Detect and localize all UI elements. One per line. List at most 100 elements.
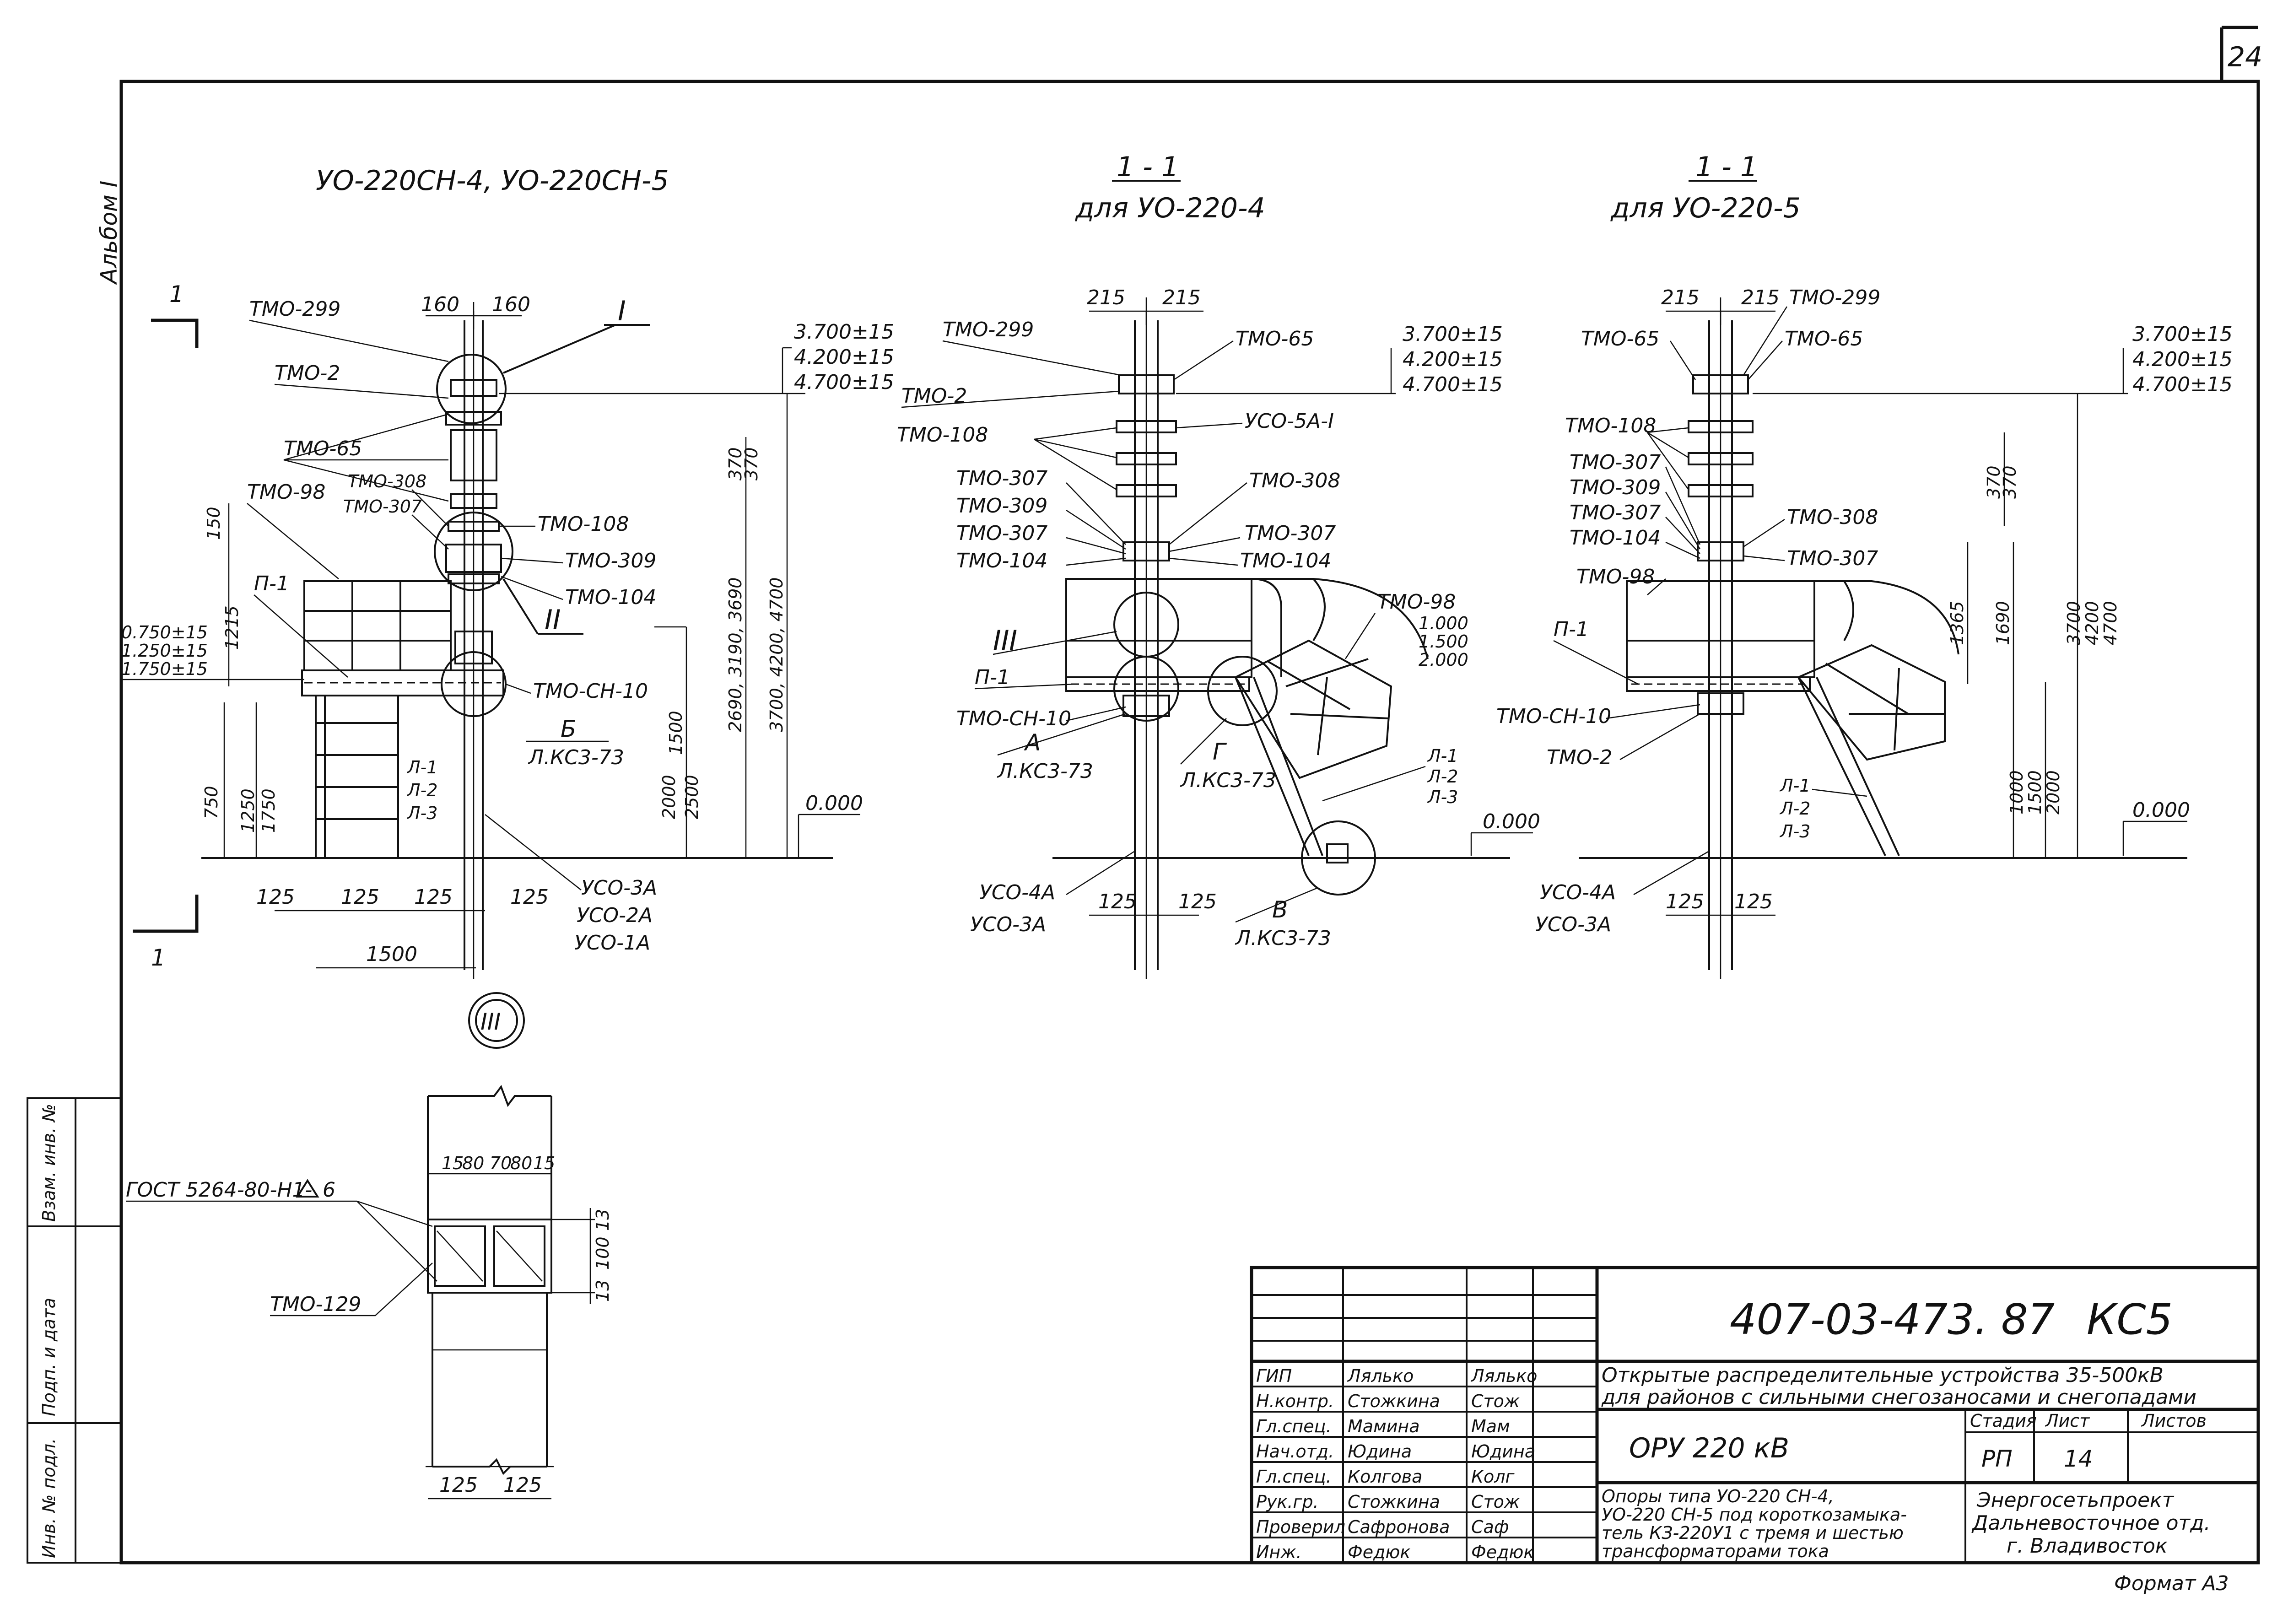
dim-125b: 125 [341, 885, 379, 909]
tb-stage: РП [1981, 1446, 2013, 1472]
label-lkc-b: Л.КС3-73 [528, 746, 624, 769]
sec4-lkc-a: Л.КС3-73 [997, 760, 1093, 783]
dim-160b: 160 [492, 293, 530, 316]
sec4-tmocn10: ТМО-СН-10 [956, 707, 1071, 730]
dim-125c: 125 [414, 885, 453, 909]
detail-circle-II [434, 512, 513, 591]
label-p1: П-1 [254, 572, 289, 595]
detail-dim-13a: 13 [593, 1209, 613, 1231]
dim-370a: 370 [725, 447, 745, 480]
label-uso2a: УСО-2А [577, 904, 653, 927]
sec4-dim-215a: 215 [1087, 286, 1125, 309]
sec5-tmo307b: ТМО-307 [1570, 501, 1661, 524]
dim-1500-v: 1500 [666, 711, 686, 755]
sec4-l3: Л-3 [1427, 787, 1458, 807]
section-mark-bottom-label: 1 [151, 944, 166, 971]
tb-signature: Лялько [1470, 1366, 1537, 1386]
sec4-label-A: А [1024, 729, 1041, 756]
detail-dim-70: 70 [490, 1153, 512, 1173]
sec5-top-3700: 3.700±15 [2132, 323, 2233, 346]
sec5-tmo308: ТМО-308 [1787, 506, 1878, 529]
detail-dim-80a: 80 [462, 1153, 484, 1173]
sec4-dim-125a: 125 [1098, 890, 1137, 913]
label-tmo98: ТМО-98 [247, 480, 325, 504]
view-main-title: УО-220СН-4, УО-220СН-5 [316, 165, 669, 197]
sec4-platform [1065, 578, 1429, 692]
sec5-dim-1500: 1500 [2025, 770, 2045, 815]
sec4-circle-A [1113, 656, 1179, 722]
sec5-column [1688, 311, 1754, 979]
tb-signature: Стож [1471, 1492, 1520, 1512]
sheet-number: 24 [2228, 41, 2262, 73]
sec4-tmo98: ТМО-98 [1377, 590, 1456, 614]
sec4-level-1000: 1.000 [1419, 613, 1468, 633]
sec4-circle-V [1301, 820, 1376, 896]
label-uso3a: УСО-3А [581, 876, 657, 900]
tb-code: 407-03-473. 87 [1730, 1295, 2055, 1344]
detail-gost-weld: 6 [323, 1178, 335, 1202]
sec5-tmo98: ТМО-98 [1576, 565, 1655, 588]
sec4-top-4700: 4.700±15 [1403, 373, 1503, 396]
view-main: УО-220СН-4, УО-220СН-5 1 1 [121, 165, 894, 1049]
sec5-uso4a: УСО-4А [1540, 881, 1616, 904]
tb-sheet: 14 [2064, 1446, 2093, 1472]
dim-1500: 1500 [366, 943, 417, 966]
tb-drawing-3: тель КЗ-220У1 с тремя и шестью [1602, 1523, 1904, 1543]
label-l1: Л-1 [406, 757, 437, 777]
label-tmo308: ТМО-308 [348, 471, 426, 491]
detail-circle-I [436, 354, 507, 424]
sec5-dim-215b: 215 [1741, 286, 1780, 309]
label-l2: Л-2 [406, 780, 437, 800]
tb-stage-header: Стадия [1970, 1411, 2037, 1431]
sec4-tmo307c: ТМО-307 [1245, 522, 1336, 545]
dim-125d: 125 [510, 885, 549, 909]
sec4-tmo104b: ТМО-104 [1240, 549, 1331, 572]
sec5-tmo65a: ТМО-65 [1581, 327, 1659, 351]
sec5-stair [1797, 644, 1946, 856]
tb-drawing-1: Опоры типа УО-220 СН-4, [1602, 1486, 1834, 1506]
label-uso1a: УСО-1А [574, 931, 650, 955]
sec4-tmo104a: ТМО-104 [956, 549, 1047, 572]
sec5-dim-125b: 125 [1734, 890, 1773, 913]
sec4-tmo309: ТМО-309 [956, 494, 1047, 518]
main-ladder [315, 695, 399, 859]
tb-format: Формат А3 [2114, 1572, 2229, 1595]
detail-tmo129: ТМО-129 [270, 1293, 361, 1316]
dim-125a: 125 [256, 885, 295, 909]
dim-150: 150 [204, 507, 224, 540]
sec4-label-III: III [993, 625, 1017, 657]
sec5-title-sub: для УО-220-5 [1610, 192, 1801, 224]
label-l3: Л-3 [406, 803, 437, 823]
section-mark-bottom [133, 895, 199, 933]
sec5-l3: Л-3 [1779, 821, 1810, 842]
strip-inv-podl: Инв. № подл. [39, 1438, 59, 1558]
sec5-tmo108: ТМО-108 [1565, 414, 1656, 437]
sec5-tmo309: ТМО-309 [1570, 476, 1661, 499]
tb-role: Гл.спец. [1256, 1467, 1332, 1487]
sec5-l1: Л-1 [1779, 776, 1810, 796]
detail-dim-125b: 125 [503, 1473, 542, 1497]
approval-strip: Инв. № подл. Подп. и дата Взам. инв. № [27, 1097, 122, 1564]
sec4-title-sub: для УО-220-4 [1075, 192, 1265, 224]
sec4-tmo307a: ТМО-307 [956, 467, 1047, 490]
tb-role: Нач.отд. [1256, 1441, 1334, 1462]
level-top-3700: 3.700±15 [794, 320, 894, 344]
label-tmo2: ТМО-2 [275, 361, 340, 385]
sec5-platform [1626, 580, 1959, 692]
tb-name: Федюк [1348, 1542, 1410, 1562]
label-tmocn10: ТМО-СН-10 [533, 680, 648, 703]
view-section-4: 1 - 1 для УО-220-4 [897, 151, 1540, 979]
sec5-tmocn10: ТМО-СН-10 [1496, 705, 1611, 728]
sec5-dim-1690: 1690 [1993, 601, 2013, 645]
level-top-4200: 4.200±15 [794, 345, 894, 369]
tb-drawing-4: трансформаторами тока [1602, 1541, 1829, 1561]
tb-name: Юдина [1348, 1441, 1412, 1462]
detail-III-marker [468, 992, 525, 1049]
sec4-level-1500: 1.500 [1419, 631, 1468, 652]
view-detail-III: 15 80 70 80 15 13 100 13 ГОСТ 5264-80-Н1… [126, 1084, 613, 1500]
sec4-label-G: Г [1213, 739, 1227, 765]
sec5-dim-1000: 1000 [2007, 770, 2027, 815]
level-1250: 1.250±15 [121, 641, 208, 661]
